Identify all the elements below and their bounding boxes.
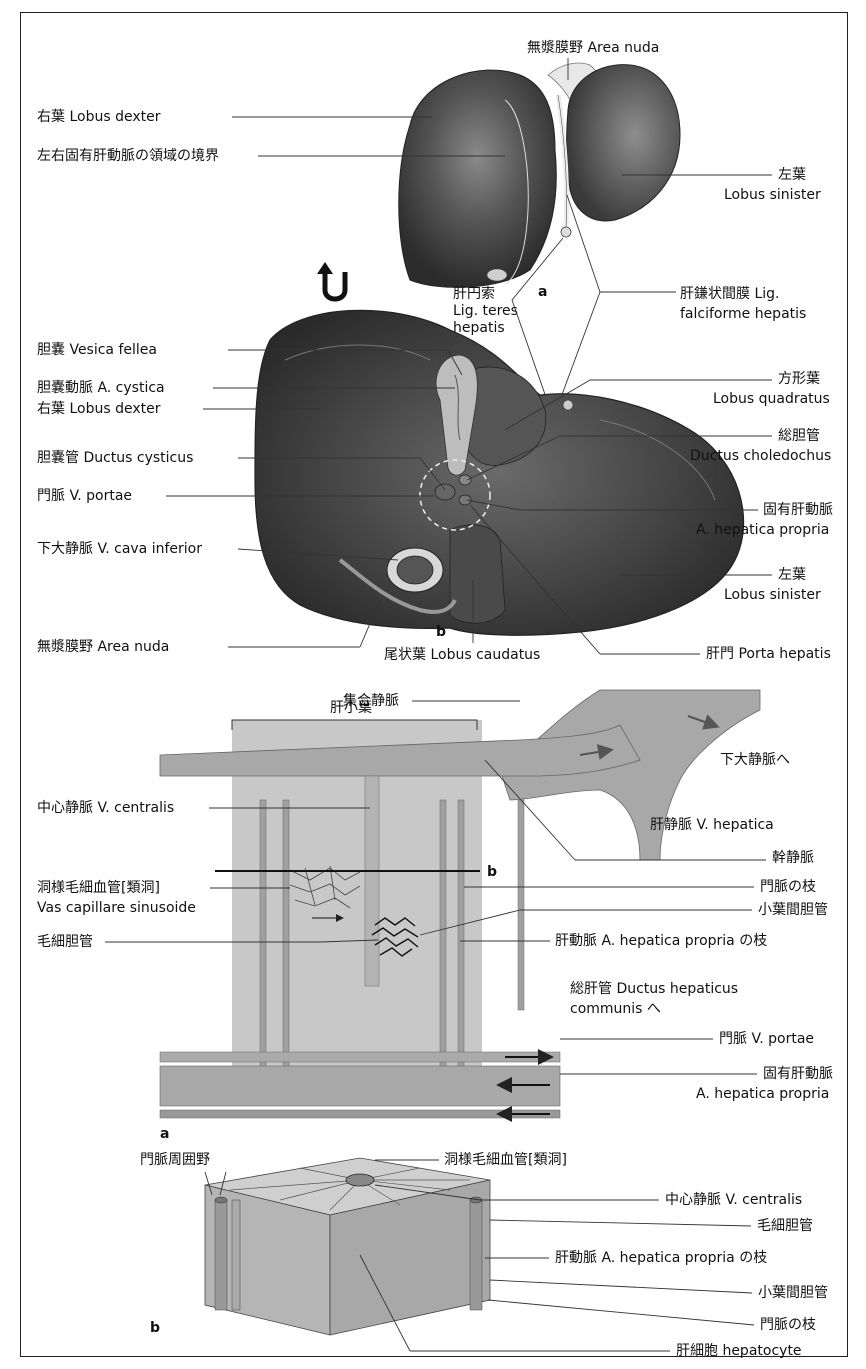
label-falciform-2: falciforme hepatis xyxy=(680,306,806,322)
label-bile-canaliculus-a: 毛細胆管 xyxy=(37,934,93,950)
label-hep-artery-branch-a: 肝動脈 A. hepatica propria の枝 xyxy=(555,933,767,949)
label-hep-artery-branch-b: 肝動脈 A. hepatica propria の枝 xyxy=(555,1250,767,1266)
label-falciform-1: 肝鎌状間膜 Lig. xyxy=(680,286,779,302)
label-caudatus: 尾状葉 Lobus caudatus xyxy=(384,647,540,663)
label-common-hep-duct-1: 総肝管 Ductus hepaticus xyxy=(570,981,738,997)
label-lig-teres-1: 肝円索 xyxy=(453,285,495,302)
label-lig-teres-3: hepatis xyxy=(453,320,505,336)
label-interlobular-duct-a: 小葉間胆管 xyxy=(758,902,828,918)
central-vein-3d xyxy=(346,1174,374,1186)
label-to-ivc: 下大静脈へ xyxy=(720,752,790,768)
lig-teres-end xyxy=(561,227,571,237)
label-interlobular-duct-b: 小葉間胆管 xyxy=(758,1285,828,1301)
label-sinister-jp-b: 左葉 xyxy=(778,567,806,583)
label-portal-branch-a: 門脈の枝 xyxy=(760,879,816,895)
label-area-nuda-top: 無漿膜野 Area nuda xyxy=(527,40,659,56)
panel-label-a-top: a xyxy=(538,284,547,300)
label-bile-canaliculus-b: 毛細胆管 xyxy=(757,1218,813,1234)
rotate-arrow-icon xyxy=(317,262,345,299)
label-hep-propria-jp-a: 固有肝動脈 xyxy=(763,1066,833,1082)
label-v-cava: 下大静脈 V. cava inferior xyxy=(37,541,202,557)
label-porta: 肝門 Porta hepatis xyxy=(706,646,831,662)
label-periportal: 門脈周囲野 xyxy=(140,1152,210,1168)
common-hepatic-duct xyxy=(160,1052,560,1062)
label-quadratus-jp: 方形葉 xyxy=(778,371,820,387)
label-sinusoid-2: Vas capillare sinusoide xyxy=(37,900,196,916)
label-choledochus-la: Ductus choledochus xyxy=(690,448,831,464)
label-left-lobe-la-top: Lobus sinister xyxy=(724,187,821,203)
central-vein xyxy=(365,776,379,986)
label-v-centralis-a: 中心静脈 V. centralis xyxy=(37,800,174,816)
label-v-hepatica: 肝静脈 V. hepatica xyxy=(650,817,774,833)
label-v-portae-a: 門脈 V. portae xyxy=(719,1031,814,1047)
caudate-lobe-shape xyxy=(450,525,505,623)
label-hep-propria-jp-top: 固有肝動脈 xyxy=(763,502,833,518)
liver-inferior-view xyxy=(255,310,744,635)
panel-label-b-bottom: b xyxy=(150,1320,160,1336)
label-lig-teres-2: Lig. teres xyxy=(453,303,518,319)
label-right-lobe-bottom: 右葉 Lobus dexter xyxy=(37,401,161,417)
label-v-centralis-b: 中心静脈 V. centralis xyxy=(665,1192,802,1208)
panel-label-b-top: b xyxy=(436,624,446,640)
gallbladder-tip xyxy=(487,269,507,281)
right-lobe-shape xyxy=(399,70,557,287)
label-sinusoid-1: 洞様毛細血管[類洞] xyxy=(37,880,160,896)
label-area-nuda-bottom: 無漿膜野 Area nuda xyxy=(37,639,169,655)
lobule-schematic xyxy=(160,690,760,1118)
label-right-lobe-top: 右葉 Lobus dexter xyxy=(37,109,161,125)
panel-label-a-bottom: a xyxy=(160,1126,169,1142)
label-common-hep-duct-2: communis へ xyxy=(570,1001,661,1017)
label-vesica: 胆嚢 Vesica fellea xyxy=(37,342,157,358)
label-trunk-vein: 幹静脈 xyxy=(772,849,814,866)
label-section-b: b xyxy=(487,864,497,880)
label-choledochus-jp: 総胆管 xyxy=(778,428,820,444)
label-lobule-visible: 肝小葉 xyxy=(330,700,372,716)
label-v-portae-top: 門脈 V. portae xyxy=(37,488,132,504)
label-quadratus-la: Lobus quadratus xyxy=(713,391,830,407)
left-lobe-shape xyxy=(567,65,680,221)
label-hep-propria-la-top: A. hepatica propria xyxy=(696,522,829,538)
label-left-lobe-jp-top: 左葉 xyxy=(778,167,806,183)
label-ductus-cysticus: 胆嚢管 Ductus cysticus xyxy=(37,450,193,466)
label-a-cystica: 胆嚢動脈 A. cystica xyxy=(37,380,165,396)
label-boundary: 左右固有肝動脈の領域の境界 xyxy=(37,147,219,164)
lobule-3d-block xyxy=(205,1158,490,1335)
label-sinister-la-b: Lobus sinister xyxy=(724,587,821,603)
label-sinusoid-b: 洞様毛細血管[類洞] xyxy=(444,1152,567,1168)
label-portal-branch-b: 門脈の枝 xyxy=(760,1317,816,1333)
label-hep-propria-la-a: A. hepatica propria xyxy=(696,1086,829,1102)
label-hepatocyte: 肝細胞 hepatocyte xyxy=(676,1343,802,1359)
